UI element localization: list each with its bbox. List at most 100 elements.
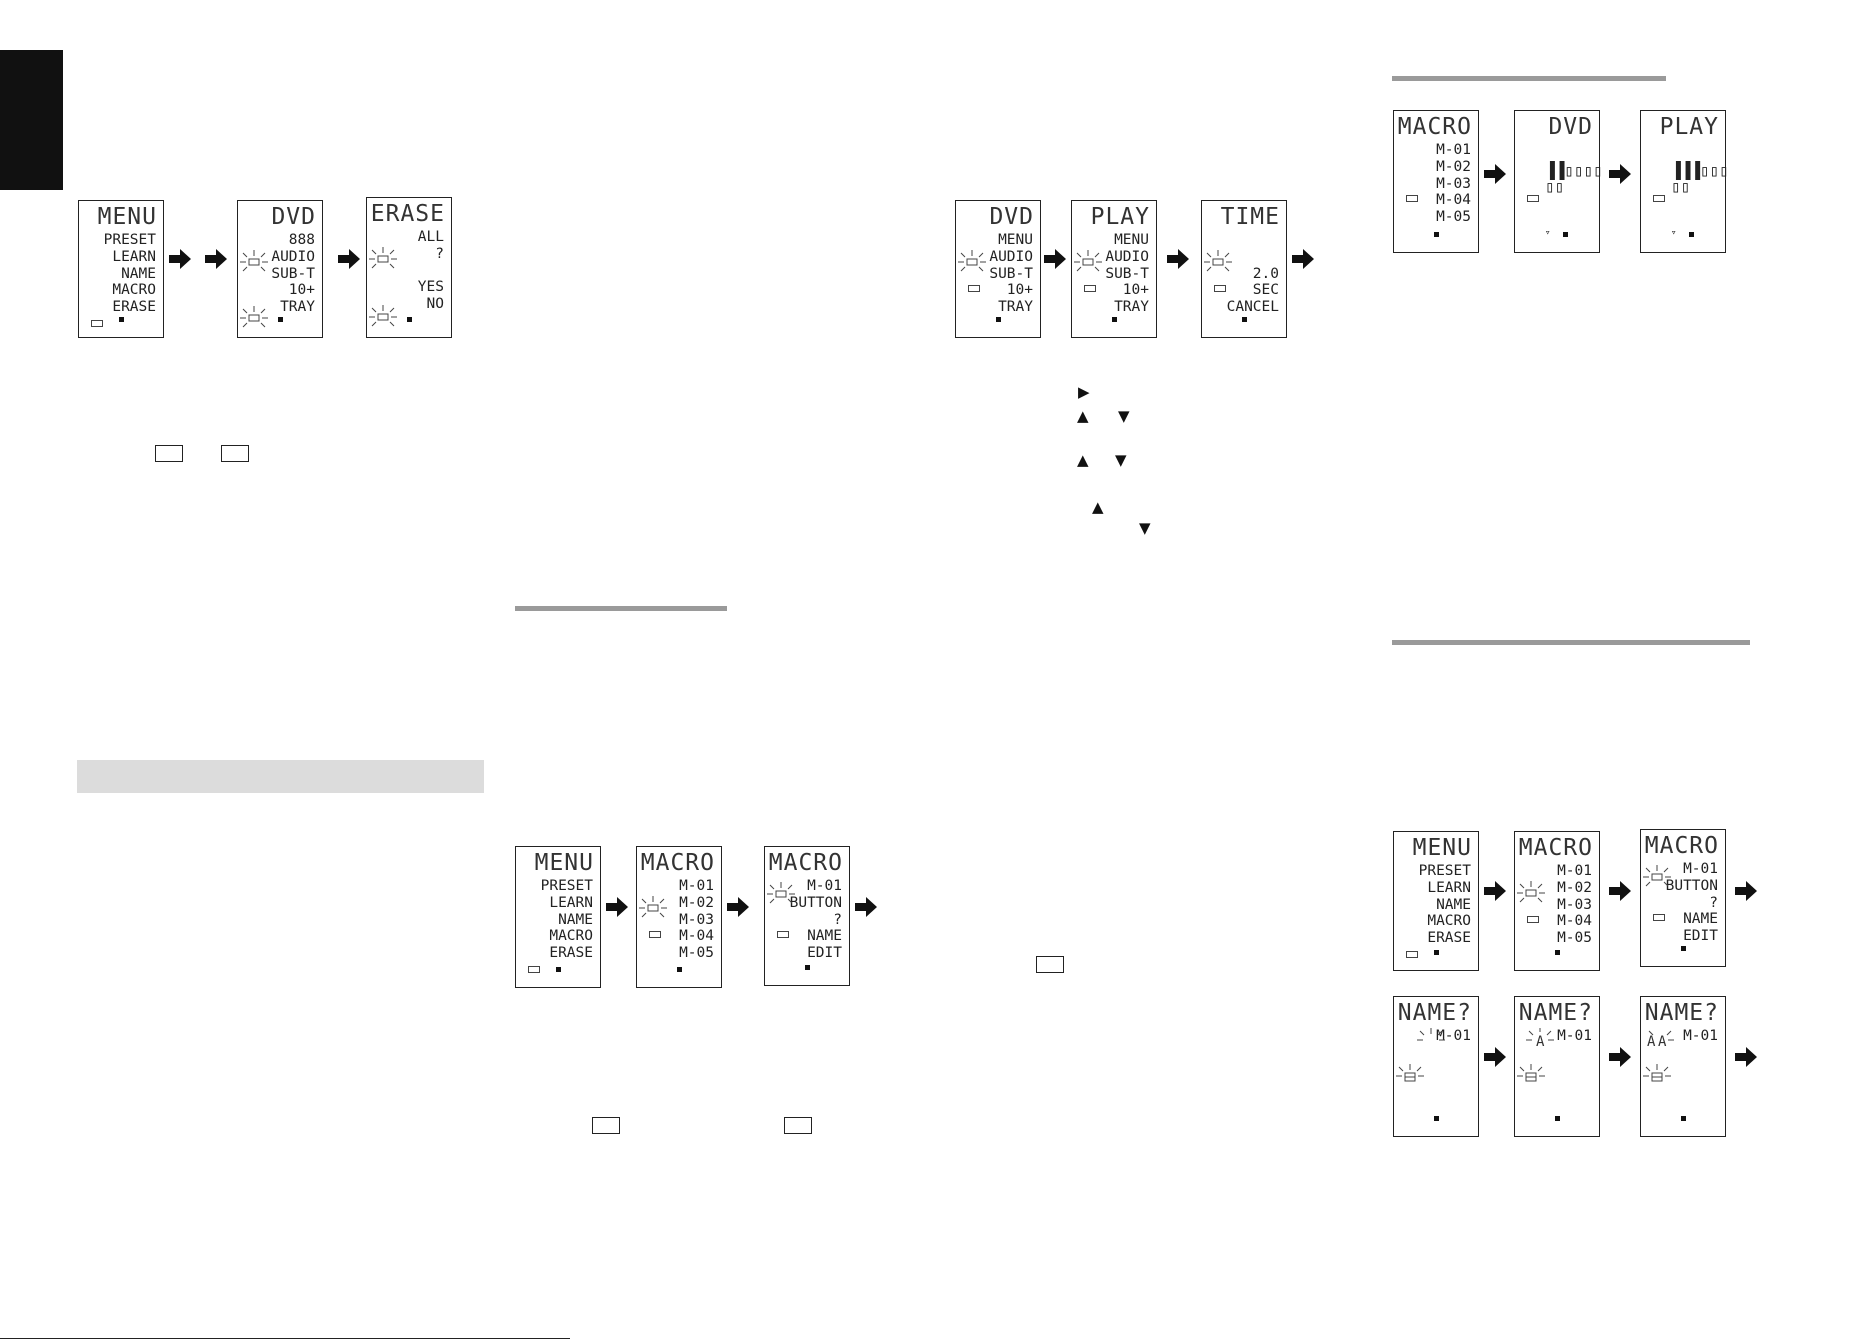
lcd-line: SUB-T xyxy=(271,265,315,282)
right-arrow-icon xyxy=(1735,881,1757,901)
lcd-title: NAME? xyxy=(1518,1000,1593,1026)
battery-icon xyxy=(528,966,540,973)
indicator-dot xyxy=(556,967,561,972)
lcd-title: MACRO xyxy=(768,850,843,876)
lcd-line: M-01 xyxy=(807,878,842,894)
lcd-line: NO xyxy=(426,296,444,313)
lcd-title: MENU xyxy=(534,850,594,876)
lcd-title: MACRO xyxy=(1518,835,1593,861)
lcd-line: TRAY xyxy=(998,299,1033,316)
battery-icon xyxy=(1527,916,1539,923)
lcd-line: MACRO xyxy=(549,928,593,945)
blink-icon xyxy=(1074,250,1102,272)
lcd-title: PLAY xyxy=(1090,204,1150,230)
lcd-title: MENU xyxy=(97,204,157,230)
blink-icon xyxy=(958,250,986,272)
indicator-dot xyxy=(677,967,682,972)
blink-icon xyxy=(240,250,268,272)
blink-icon xyxy=(1517,1064,1545,1082)
lcd-line: BUTTON xyxy=(789,894,842,911)
lcd-bar-line: ▯▯ xyxy=(1545,177,1565,196)
lcd-line: YES xyxy=(417,279,444,296)
lcd-line: M-04 xyxy=(679,928,714,945)
right-arrow-icon xyxy=(1609,1047,1631,1067)
blink-icon xyxy=(1517,881,1545,903)
key-box xyxy=(221,445,249,462)
lcd-title: ERASE xyxy=(370,201,445,227)
battery-icon xyxy=(968,285,980,292)
lcd-display-dvd-macro: DVD ▐▐▯▯▯▯▯▯ ▿ xyxy=(1514,110,1603,253)
lcd-title: TIME xyxy=(1220,204,1280,230)
indicator-dot xyxy=(278,317,283,322)
play-glyph: ▶ xyxy=(1078,383,1090,401)
blink-icon xyxy=(767,882,795,904)
lcd-line: NAME xyxy=(121,265,156,282)
up-glyph: ▲ xyxy=(1077,407,1089,425)
lcd-line: M-04 xyxy=(1436,192,1471,209)
lcd-line: 10+ xyxy=(1006,282,1033,299)
lcd-line: LEARN xyxy=(1427,879,1471,896)
right-arrow-icon xyxy=(1484,1047,1506,1067)
blink-icon xyxy=(1643,865,1671,887)
indicator-dot xyxy=(1681,1116,1686,1121)
battery-icon xyxy=(777,931,789,938)
indicator-dot xyxy=(996,317,1001,322)
battery-icon xyxy=(1214,285,1226,292)
lcd-line xyxy=(1227,249,1279,266)
lcd-line: M-02 xyxy=(679,894,714,911)
lcd-line: ERASE xyxy=(549,945,593,962)
lcd-line: M-02 xyxy=(1557,879,1592,896)
lcd-bar-line: ▐▐▯▯▯▯ xyxy=(1545,161,1603,180)
lcd-title: PLAY xyxy=(1659,114,1719,140)
right-arrow-icon xyxy=(1735,1047,1757,1067)
indicator-dot xyxy=(1434,950,1439,955)
down-glyph: ▼ xyxy=(1118,407,1130,425)
right-arrow-icon xyxy=(606,897,628,917)
lcd-title: NAME? xyxy=(1644,1000,1719,1026)
lcd-line: MENU xyxy=(998,232,1033,248)
lcd-line: PRESET xyxy=(540,878,593,894)
lcd-line: ERASE xyxy=(1427,930,1471,947)
right-arrow-icon xyxy=(338,249,360,269)
lcd-display-play-macro: PLAY ▐▐▐▯▯▯▯▯ ▿ xyxy=(1640,110,1729,253)
lcd-line: SUB-T xyxy=(1105,265,1149,282)
down-triangle-icon: ▿ xyxy=(1671,228,1677,238)
key-box xyxy=(155,445,183,462)
down-glyph: ▼ xyxy=(1115,451,1127,469)
right-arrow-icon xyxy=(727,897,749,917)
battery-icon xyxy=(1653,195,1665,202)
lcd-display-name: NAME? M-01 A xyxy=(1514,996,1600,1137)
lcd-line: M-03 xyxy=(1557,896,1592,913)
indicator-dot xyxy=(1681,946,1686,951)
battery-icon xyxy=(1084,285,1096,292)
indicator-dot xyxy=(1555,1116,1560,1121)
lcd-line: PRESET xyxy=(103,232,156,248)
up-glyph: ▲ xyxy=(1092,498,1104,516)
right-arrow-icon xyxy=(1484,164,1506,184)
indicator-dot xyxy=(805,965,810,970)
right-arrow-icon xyxy=(205,249,227,269)
lcd-line: 10+ xyxy=(1122,282,1149,299)
indicator-dot xyxy=(1555,950,1560,955)
lcd-line: EDIT xyxy=(807,945,842,962)
lcd-line: NAME xyxy=(1436,896,1471,913)
lcd-bar-line: ▐▐▐▯▯▯ xyxy=(1671,161,1729,180)
indicator-dot xyxy=(1242,317,1247,322)
battery-icon xyxy=(1527,195,1539,202)
lcd-title: MACRO xyxy=(1397,114,1472,140)
blink-icon xyxy=(240,306,268,328)
page-edge-tab xyxy=(0,50,63,190)
indicator-dot xyxy=(119,317,124,322)
lcd-line: M-03 xyxy=(679,911,714,928)
lcd-line: M-01 xyxy=(1683,1028,1718,1044)
right-arrow-icon xyxy=(169,249,191,269)
lcd-line: TRAY xyxy=(280,299,315,316)
blink-icon xyxy=(1417,1028,1445,1041)
